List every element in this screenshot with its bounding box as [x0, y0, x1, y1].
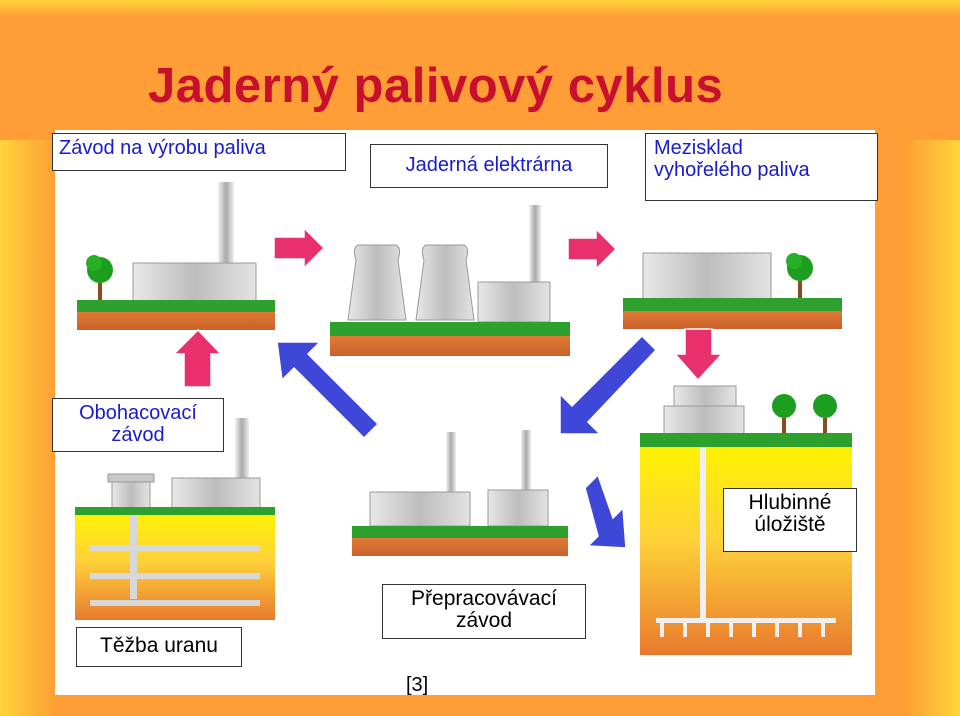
tree-icon: [86, 255, 113, 301]
label-text: Závod na výrobu paliva: [59, 137, 266, 159]
grass-strip: [330, 322, 570, 336]
label-text: Mezisklad: [654, 137, 743, 159]
citation: [3]: [406, 674, 429, 696]
label-reprocessing: Přepracovávací závod: [382, 584, 586, 639]
mine-illustration: [75, 418, 275, 620]
grass-strip: [623, 298, 842, 311]
enrichment-building: [171, 477, 261, 509]
repository-shaft: [700, 447, 706, 621]
repository-building: [663, 405, 745, 435]
arrow-diagonal-icon: [276, 341, 380, 440]
grass-strip: [77, 300, 275, 312]
tree-icon: [772, 394, 796, 434]
label-text: závod: [111, 424, 165, 446]
slide-title: Jaderný palivový cyklus: [148, 59, 724, 113]
label-text: úložiště: [754, 513, 826, 536]
power-plant-illustration: [330, 205, 570, 356]
label-interim-storage: Mezisklad vyhořelého paliva: [645, 133, 878, 201]
label-mining: Těžba uranu: [76, 627, 242, 667]
label-text: Těžba uranu: [100, 634, 218, 657]
chimney: [521, 430, 531, 496]
label-repository: Hlubinné úložiště: [723, 488, 857, 552]
tree-icon: [813, 394, 837, 434]
label-text: závod: [455, 609, 513, 632]
pink-arrows: [172, 226, 724, 388]
arrow-right-icon: [273, 226, 326, 270]
storage-galleries: [660, 623, 825, 637]
arrow-right-icon: [567, 227, 618, 271]
building: [487, 489, 549, 527]
fuel-plant-illustration: [77, 182, 275, 330]
interim-storage-illustration: [623, 252, 842, 329]
grass-strip: [352, 526, 568, 538]
cooling-tower: [415, 244, 475, 321]
label-text: Obohacovací: [79, 402, 197, 424]
label-text: vyhořelého paliva: [654, 159, 810, 181]
arrow-diagonal-icon: [559, 334, 658, 435]
label-text: Jaderná elektrárna: [405, 154, 573, 176]
label-enrichment: Obohacovací závod: [52, 398, 224, 452]
arrow-diagonal-icon: [584, 473, 627, 549]
soil-strip: [77, 312, 275, 330]
arrow-up-icon: [172, 328, 223, 388]
tree-icon: [786, 253, 813, 299]
soil-strip: [623, 311, 842, 329]
label-text: Hlubinné: [748, 491, 832, 514]
chimney: [235, 418, 249, 482]
label-text: Přepracovávací: [411, 587, 557, 610]
slide-frame: [0, 0, 960, 140]
mine-shaft: [130, 515, 137, 599]
arrow-down-icon: [673, 328, 724, 382]
reactor-building: [477, 281, 551, 323]
storage-building: [642, 252, 772, 300]
soil-strip: [352, 538, 568, 556]
chimney: [529, 205, 541, 285]
chimney: [446, 432, 456, 496]
soil-strip: [330, 336, 570, 356]
blue-arrows: [276, 334, 658, 549]
headframe: [111, 481, 151, 509]
grass-strip: [75, 507, 275, 515]
label-fuel-plant: Závod na výrobu paliva: [52, 133, 346, 171]
building: [369, 491, 471, 527]
grass-strip: [640, 433, 852, 447]
cooling-tower: [347, 244, 407, 321]
reprocessing-illustration: [352, 430, 568, 556]
building: [132, 262, 257, 303]
label-power-plant: Jaderná elektrárna: [370, 144, 608, 188]
